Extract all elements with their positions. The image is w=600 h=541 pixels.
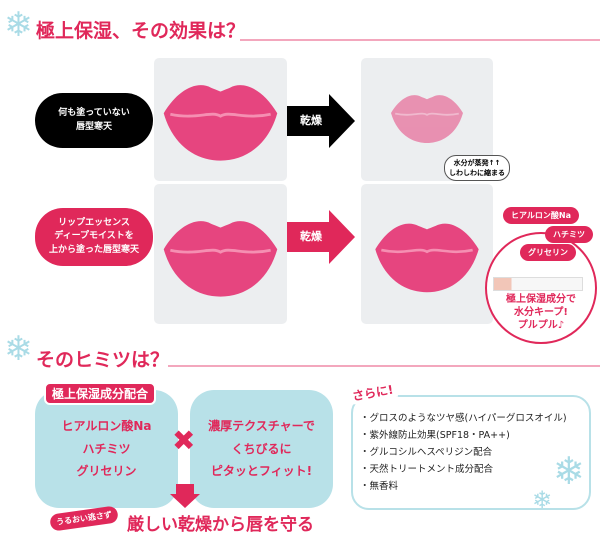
note-line: 水分が蒸発↑↑ [453, 159, 501, 167]
arrow-label: 乾燥 [300, 114, 322, 127]
conclusion-text: 厳しい乾燥から唇を守る [127, 515, 314, 535]
item-text: 紫外線防止効果(SPF18・PA++) [369, 430, 510, 441]
arrow-right-icon [287, 210, 355, 264]
divider [240, 39, 600, 41]
item-text: 天然トリートメント成分配合 [369, 464, 494, 475]
product-tube-image [493, 277, 583, 291]
label-line: リップエッセンス [58, 217, 130, 228]
snowflake-icon: ❄ [4, 329, 33, 369]
box-line: 濃厚テクスチャーで [208, 418, 315, 433]
snowflake-icon: ❄ [4, 5, 33, 45]
callout-text: 極上保湿成分で 水分キープ! プルプル♪ [485, 293, 597, 332]
row1-label: 何も塗っていない 唇型寒天 [35, 93, 153, 148]
box-line: ヒアルロン酸Na [61, 418, 152, 433]
texture-box: 濃厚テクスチャーで くちびるに ピタッとフィット! [190, 390, 333, 508]
box-line: くちびるに [231, 441, 292, 456]
ingredient-pill: ヒアルロン酸Na [503, 207, 580, 224]
ingredient-pill: ハチミツ [545, 226, 593, 243]
snowflake-icon: ❄ [553, 449, 585, 493]
list-item: ・グルコシルヘスペリジン配合 [360, 447, 493, 458]
box-line: グリセリン [76, 464, 137, 479]
photo-lips-before [154, 58, 287, 181]
photo-lips-kept [361, 184, 493, 324]
item-text: グロスのようなツヤ感(ハイパーグロスオイル) [369, 413, 567, 424]
item-text: 無香料 [369, 481, 399, 492]
features-list: ・グロスのようなツヤ感(ハイパーグロスオイル) ・紫外線防止効果(SPF18・P… [360, 410, 567, 495]
ingredient-pill: グリセリン [520, 244, 576, 261]
divider [168, 365, 600, 367]
ingredients-box: ヒアルロン酸Na ハチミツ グリセリン [35, 390, 178, 508]
box-line: ピタッとフィット! [210, 464, 313, 479]
label-line: ディープモイストを [54, 231, 134, 242]
list-item: ・紫外線防止効果(SPF18・PA++) [360, 430, 510, 441]
ingredients-tag: 極上保湿成分配合 [44, 382, 157, 405]
extra-features-box [351, 395, 591, 510]
callout-line: 水分キープ! [514, 307, 568, 318]
box-line: ハチミツ [82, 441, 131, 456]
arrow-right-icon [287, 94, 355, 148]
arrow-label: 乾燥 [300, 230, 322, 243]
item-text: グルコシルヘスペリジン配合 [369, 447, 493, 458]
arrow-down-icon [170, 484, 200, 508]
section-title: そのヒミツは？ [36, 349, 170, 371]
photo-lips-with-essence [154, 184, 287, 324]
label-line: 上から塗った唇型寒天 [48, 244, 139, 255]
section-title: 極上保湿、その効果は？ [36, 20, 246, 42]
list-item: ・無香料 [360, 481, 399, 492]
cross-icon: ✖ [172, 424, 196, 457]
callout-line: 極上保湿成分で [506, 294, 576, 305]
label-line: 何も塗っていない [58, 108, 130, 118]
callout-line: プルプル♪ [517, 320, 565, 331]
moisture-tag: うるおい逃さず [49, 505, 119, 532]
snowflake-icon: ❄ [532, 486, 553, 514]
label-line: 唇型寒天 [75, 121, 112, 132]
list-item: ・天然トリートメント成分配合 [360, 464, 494, 475]
note-line: しわしわに縮まる [449, 168, 505, 177]
row2-label: リップエッセンス ディープモイストを 上から塗った唇型寒天 [35, 208, 153, 266]
list-item: ・グロスのようなツヤ感(ハイパーグロスオイル) [360, 413, 567, 424]
note-bubble: 水分が蒸発↑↑ しわしわに縮まる [444, 155, 510, 181]
